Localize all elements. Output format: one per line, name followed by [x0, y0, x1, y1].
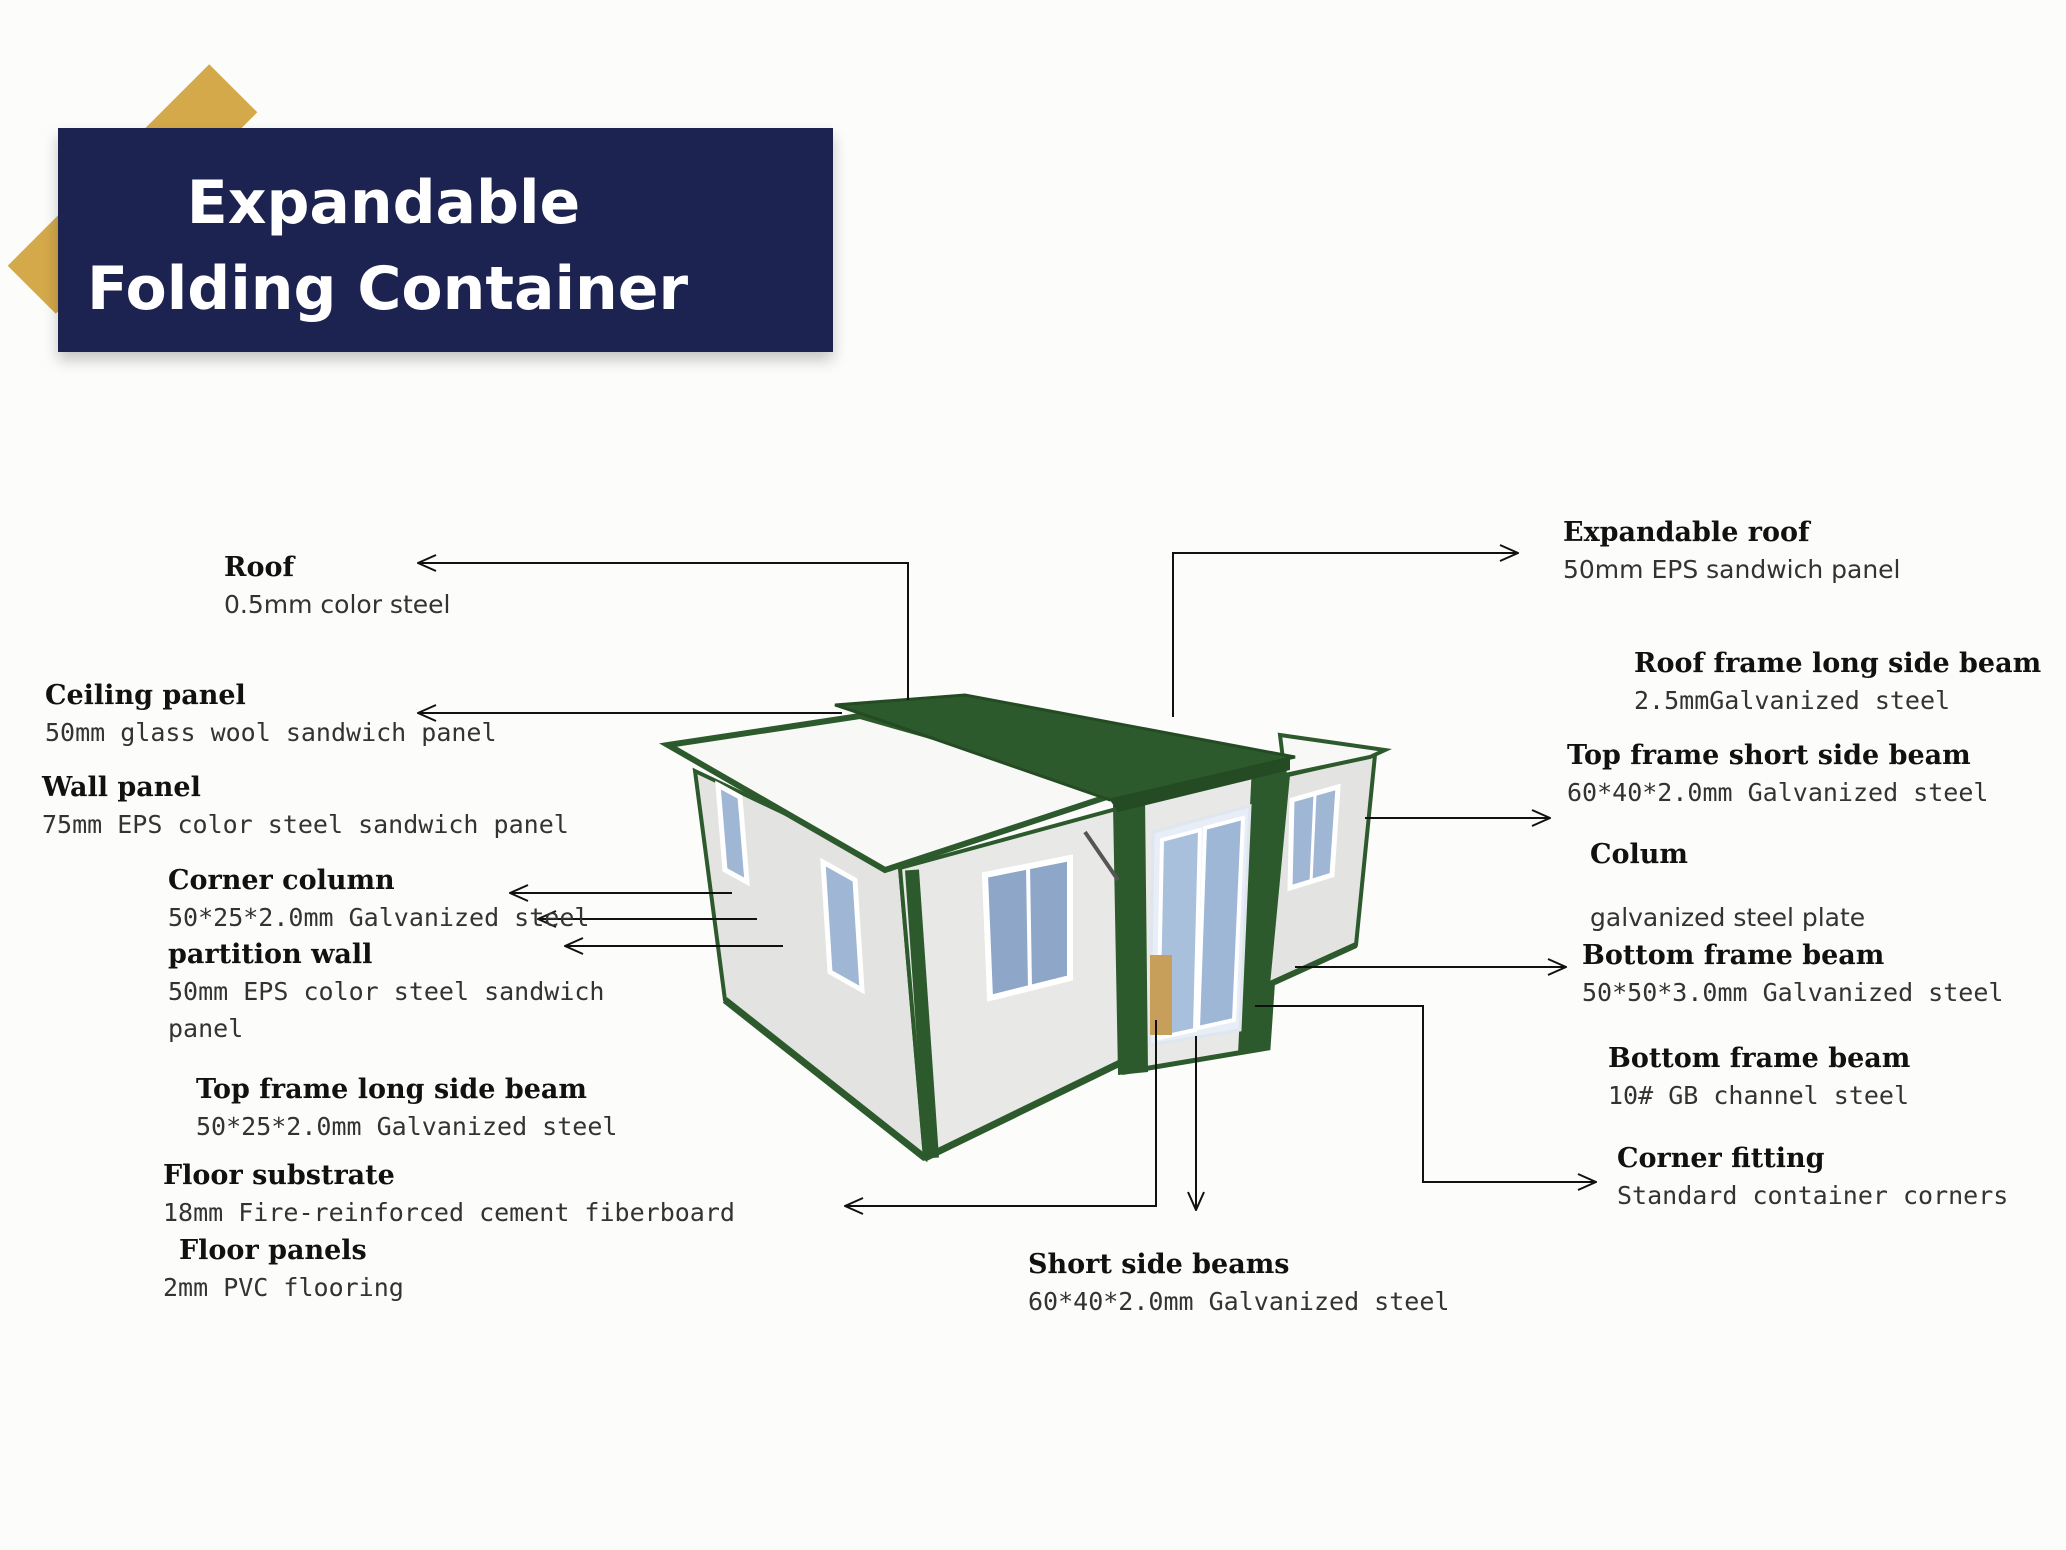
- title-line-1: Expandable: [186, 168, 581, 238]
- door-step: [1150, 955, 1172, 1035]
- label-top-frame-short-title: Top frame short side beam: [1567, 740, 1971, 771]
- label-ceiling-panel-title: Ceiling panel: [45, 680, 246, 711]
- label-partition-wall-title: partition wall: [168, 939, 373, 970]
- label-top-frame-short: Top frame short side beam 60*40*2.0mm Ga…: [1567, 737, 1988, 811]
- leader-lines: [418, 553, 1596, 1210]
- label-bottom-frame-beam-1-title: Bottom frame beam: [1582, 940, 1885, 971]
- label-short-side-beams-spec: 60*40*2.0mm Galvanized steel: [1028, 1287, 1450, 1316]
- core-column-left: [1113, 797, 1148, 1075]
- label-floor-panels-spec: 2mm PVC flooring: [163, 1273, 404, 1302]
- container-illustration: [659, 693, 1392, 1163]
- title-banner: [58, 128, 833, 352]
- label-expandable-roof: Expandable roof 50mm EPS sandwich panel: [1563, 514, 1901, 588]
- label-floor-panels-title: Floor panels: [179, 1235, 367, 1266]
- label-corner-column-spec: 50*25*2.0mm Galvanized steel: [168, 903, 590, 932]
- label-wall-panel: Wall panel 75mm EPS color steel sandwich…: [42, 769, 569, 843]
- label-wall-panel-spec: 75mm EPS color steel sandwich panel: [42, 810, 569, 839]
- label-floor-panels: Floor panels 2mm PVC flooring: [163, 1232, 404, 1306]
- label-wall-panel-title: Wall panel: [42, 772, 201, 803]
- label-top-frame-long: Top frame long side beam 50*25*2.0mm Gal…: [196, 1071, 617, 1145]
- support-strut: [1083, 830, 1120, 882]
- label-bottom-frame-beam-1: Bottom frame beam 50*50*3.0mm Galvanized…: [1582, 937, 2003, 1011]
- title-line-2: Folding Container: [86, 254, 689, 324]
- label-roof-frame-long-spec: 2.5mmGalvanized steel: [1634, 686, 1951, 715]
- label-ceiling-panel-spec: 50mm glass wool sandwich panel: [45, 718, 497, 747]
- label-bottom-frame-beam-1-spec: 50*50*3.0mm Galvanized steel: [1582, 978, 2004, 1007]
- label-short-side-beams-title: Short side beams: [1028, 1249, 1290, 1280]
- label-top-frame-long-spec: 50*25*2.0mm Galvanized steel: [196, 1112, 618, 1141]
- label-bottom-frame-beam-2-spec: 10# GB channel steel: [1608, 1081, 1910, 1110]
- window-long-1: [715, 780, 750, 887]
- label-floor-substrate-title: Floor substrate: [163, 1160, 395, 1191]
- leader-roof: [418, 563, 909, 700]
- core-column-right: [1238, 755, 1288, 1054]
- label-floor-substrate: Floor substrate 18mm Fire-reinforced cem…: [163, 1157, 735, 1231]
- label-partition-wall-spec-1: 50mm EPS color steel sandwich: [168, 977, 605, 1006]
- label-corner-fitting: Corner fitting Standard container corner…: [1617, 1140, 2008, 1214]
- label-top-frame-long-title: Top frame long side beam: [196, 1074, 587, 1105]
- label-colum: Colum galvanized steel plate: [1590, 836, 1865, 936]
- left-corner-column: [905, 869, 939, 1159]
- label-corner-column: Corner column 50*25*2.0mm Galvanized ste…: [168, 862, 589, 936]
- label-short-side-beams: Short side beams 60*40*2.0mm Galvanized …: [1028, 1246, 1449, 1320]
- label-corner-column-title: Corner column: [168, 865, 395, 896]
- leader-corner-fitting: [1255, 1005, 1596, 1182]
- label-colum-spec: galvanized steel plate: [1590, 903, 1866, 932]
- label-corner-fitting-title: Corner fitting: [1617, 1143, 1825, 1174]
- label-expandable-roof-spec: 50mm EPS sandwich panel: [1563, 555, 1901, 584]
- label-roof-title: Roof: [224, 552, 295, 583]
- label-corner-fitting-spec: Standard container corners: [1617, 1181, 2009, 1210]
- left-module-floor-edge: [722, 997, 928, 1161]
- label-bottom-frame-beam-2-title: Bottom frame beam: [1608, 1043, 1911, 1074]
- label-top-frame-short-spec: 60*40*2.0mm Galvanized steel: [1567, 778, 1989, 807]
- window-long-2: [820, 857, 865, 995]
- label-ceiling-panel: Ceiling panel 50mm glass wool sandwich p…: [45, 677, 497, 751]
- label-bottom-frame-beam-2: Bottom frame beam 10# GB channel steel: [1608, 1040, 1910, 1114]
- label-partition-wall: partition wall 50mm EPS color steel sand…: [168, 936, 605, 1047]
- leader-expandable-roof: [1172, 553, 1518, 717]
- label-roof-spec: 0.5mm color steel: [224, 590, 451, 619]
- label-roof-frame-long: Roof frame long side beam 2.5mmGalvanize…: [1634, 645, 2041, 719]
- label-expandable-roof-title: Expandable roof: [1563, 517, 1810, 548]
- label-roof: Roof 0.5mm color steel: [224, 549, 450, 623]
- leader-floor-substrate: [845, 1020, 1157, 1206]
- label-partition-wall-spec-2: panel: [168, 1014, 244, 1043]
- label-colum-title: Colum: [1590, 839, 1688, 870]
- label-floor-substrate-spec: 18mm Fire-reinforced cement fiberboard: [163, 1198, 735, 1227]
- label-roof-frame-long-title: Roof frame long side beam: [1634, 648, 2042, 679]
